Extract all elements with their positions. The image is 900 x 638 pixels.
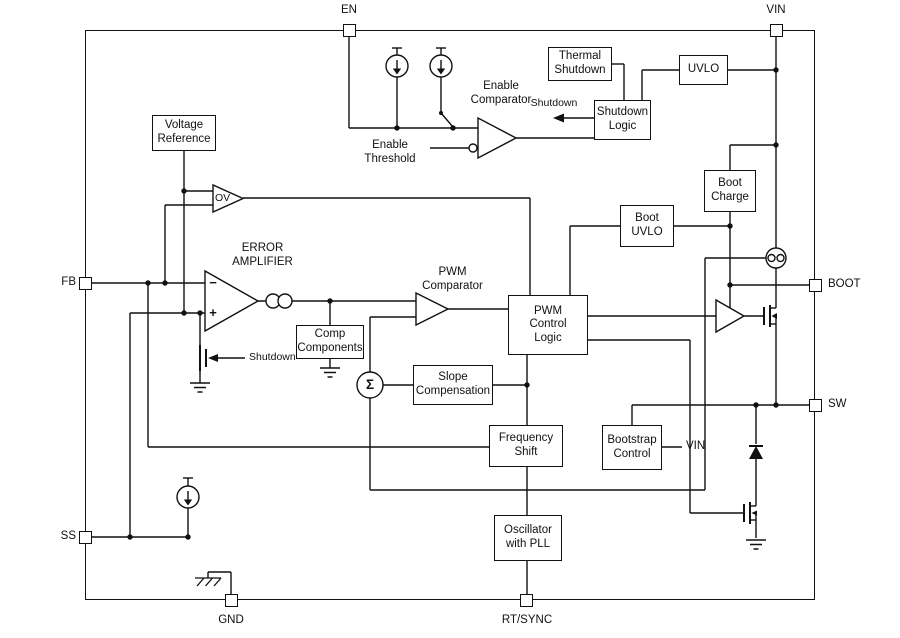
ov-comparator-triangle [212,183,245,214]
shutdown-logic-wires [553,63,776,123]
shutdown-signal-label: Shutdown [530,97,578,109]
current-source-icon [385,54,409,78]
pin-label-fb: FB [61,276,76,288]
pin-label-rtsync: RT/SYNC [501,614,553,626]
block-frequency-shift: Frequency Shift [489,425,563,467]
current-source-icon [429,54,453,78]
pin-label-ss: SS [60,530,76,542]
sigma-sense-wires [369,257,776,491]
pin-gnd [225,594,238,607]
gate-driver-triangle [715,298,746,334]
error-amplifier-triangle [204,269,260,333]
pin-fb [79,277,92,290]
amplifier-symbols [204,116,787,399]
ground-icon [189,382,211,393]
ss-current-source-icon [176,485,200,509]
pin-boot [809,279,822,292]
pwm-comparator-label: PWM Comparator [422,266,483,292]
soft-start-wires [91,477,193,538]
shutdown-gate-label: Shutdown [249,351,296,363]
block-comp-components: Comp Components [296,325,364,359]
ic-boundary [85,30,815,600]
block-oscillator-with-pll: Oscillator with PLL [494,515,562,561]
pin-label-gnd: GND [218,614,244,626]
block-shutdown-logic: Shutdown Logic [594,100,651,140]
current-sense-loop [776,253,785,263]
pin-label-boot: BOOT [828,278,861,290]
power-stage-wires [631,315,809,538]
pin-label-sw: SW [828,398,847,410]
shutdown-mosfet [199,345,207,371]
block-boot-charge: Boot Charge [704,170,756,212]
block-uvlo: UVLO [679,55,728,85]
diode [749,445,763,459]
junction-dots [127,67,779,540]
pin-ss [79,531,92,544]
gm-output-symbol [277,293,293,309]
sigma-symbol: Σ [365,377,375,392]
pin-vin [770,24,783,37]
gnd-wires [207,571,232,594]
ground-icon [319,367,341,378]
pin-en [343,24,356,37]
pin-sw [809,399,822,412]
low-side-mosfet [743,502,757,524]
inverting-input-bubble [468,143,478,153]
vin-internal-label: VIN [686,440,706,452]
summing-node-circle [356,371,384,399]
pwm-wires [448,308,744,594]
pin-label-vin: VIN [766,4,786,16]
block-slope-compensation: Slope Compensation [413,365,493,405]
earth-ground-icon [194,577,222,587]
enable-comparator-label: Enable Comparator [470,80,532,106]
ground-icon [745,539,767,550]
block-thermal-shutdown: Thermal Shutdown [548,47,612,81]
minus-input-label: − [209,275,217,290]
high-side-mosfet [763,305,777,327]
pin-label-en: EN [341,4,357,16]
block-bootstrap-control: Bootstrap Control [602,425,662,470]
shutdown-arrow [208,354,218,362]
current-sense-symbol [765,247,787,269]
pwm-comparator-triangle [415,291,450,327]
enable-comparator-triangle [477,116,518,160]
block-voltage-reference: Voltage Reference [152,115,216,151]
shutdown-arrow [553,113,564,123]
block-boot-uvlo: Boot UVLO [620,205,674,247]
ov-label: OV [215,192,231,204]
vref-fb-wires [91,151,531,537]
enable-threshold-label: Enable Threshold [364,139,416,165]
error-amplifier-label: ERROR AMPLIFIER [232,242,293,268]
block-pwm-control-logic: PWM Control Logic [508,295,588,355]
plus-input-label: + [209,305,217,320]
current-sense-loop [767,253,776,263]
pin-rtsync [520,594,533,607]
